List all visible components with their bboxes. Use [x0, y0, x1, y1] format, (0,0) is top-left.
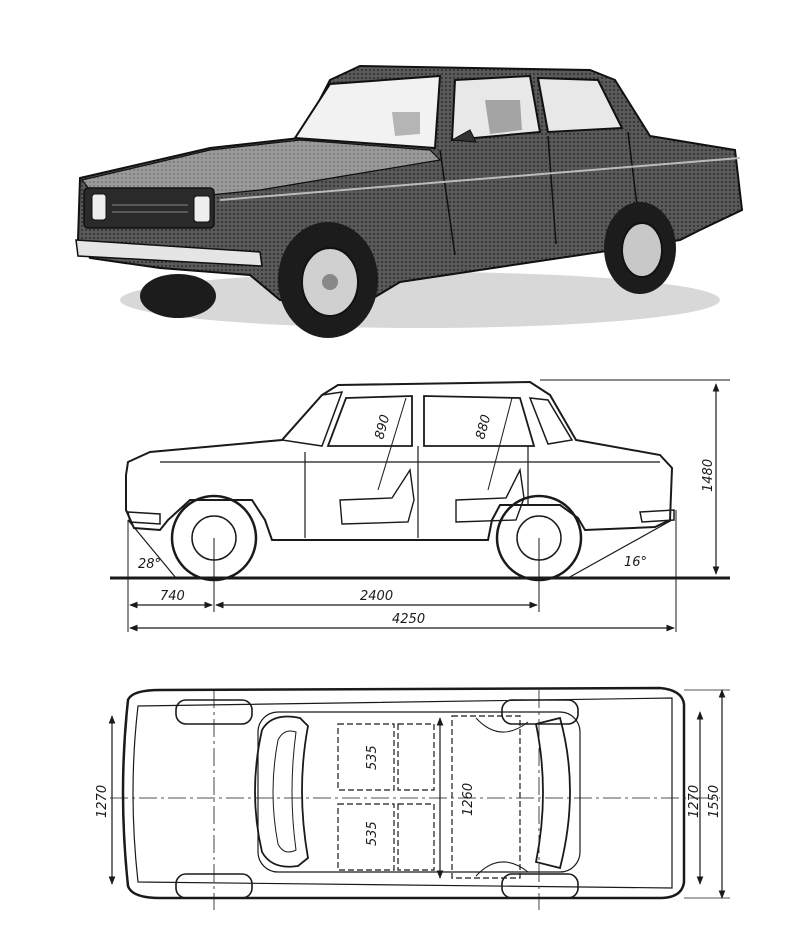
top-view-drawing	[108, 686, 730, 910]
overall-width-label: 1550	[707, 785, 722, 818]
front-track-label: 1270	[95, 785, 110, 818]
rear-track-label: 1270	[687, 785, 702, 818]
front-seat-width-bottom-label: 535	[365, 821, 380, 846]
car-photo	[75, 64, 744, 338]
seat-height-front-label: 890	[372, 413, 393, 441]
photo-front-wheel	[278, 222, 378, 338]
front-overhang-label: 740	[160, 589, 185, 604]
wheelbase-label: 2400	[360, 589, 393, 604]
departure-angle-label: 16°	[624, 555, 647, 570]
overall-length-label: 4250	[392, 612, 425, 627]
photo-rear-wheel	[604, 202, 676, 294]
side-view-drawing	[110, 379, 730, 632]
overall-height-label: 1480	[701, 459, 716, 492]
seat-height-rear-label: 880	[473, 413, 494, 441]
front-seat-width-top-label: 535	[365, 745, 380, 770]
interior-width-label: 1260	[461, 783, 476, 816]
approach-angle-label: 28°	[138, 557, 161, 572]
